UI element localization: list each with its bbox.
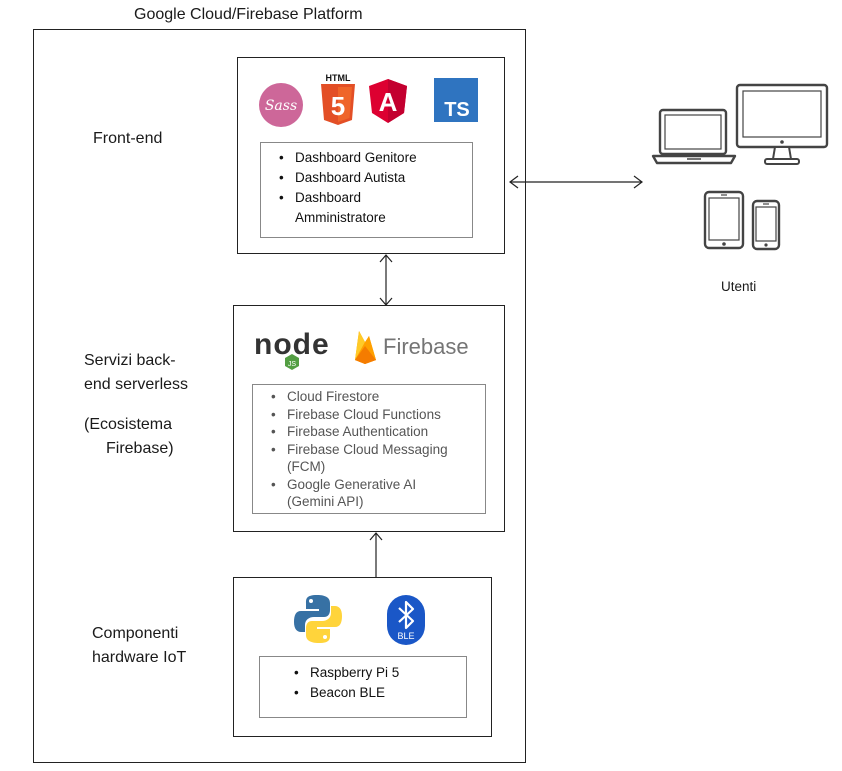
tablet-icon: [703, 190, 745, 250]
list-item: Firebase Cloud Messaging: [265, 441, 485, 459]
desktop-monitor-icon: [735, 83, 831, 167]
bluetooth-icon: BLE: [386, 594, 426, 646]
list-item-continuation: Amministratore: [295, 210, 386, 225]
python-icon: [292, 593, 344, 645]
users-label: Utenti: [721, 279, 757, 294]
hardware-backend-arrow: [366, 532, 386, 578]
smartphone-icon: [751, 199, 781, 251]
frontend-box: Sass HTML 5 A TS Dashboard Genitore Dash…: [237, 57, 505, 254]
svg-text:A: A: [379, 87, 398, 117]
hardware-label-line: hardware IoT: [92, 649, 187, 666]
backend-services-list: Cloud Firestore Firebase Cloud Functions…: [252, 384, 486, 514]
nodejs-icon: node JS: [254, 324, 334, 372]
hardware-components-list: Raspberry Pi 5 Beacon BLE: [259, 656, 467, 718]
backend-label: Servizi back- end serverless (Ecosistema…: [84, 349, 188, 461]
frontend-features-list: Dashboard Genitore Dashboard Autista Das…: [260, 142, 473, 238]
backend-label-line: end serverless: [84, 376, 189, 393]
firebase-icon: [352, 328, 378, 364]
frontend-users-arrow: [509, 172, 643, 192]
firebase-wordmark: Firebase: [383, 334, 469, 359]
list-item: Firebase Cloud Functions: [265, 406, 485, 424]
sass-icon: Sass: [258, 82, 304, 128]
list-item: Dashboard Genitore: [273, 148, 472, 168]
list-item: Dashboard: [273, 188, 472, 208]
typescript-icon: TS: [434, 78, 478, 122]
angular-icon: A: [368, 78, 408, 124]
svg-text:BLE: BLE: [397, 631, 414, 641]
laptop-icon: [651, 106, 737, 166]
list-item-continuation: (FCM): [287, 459, 326, 474]
backend-label-line: Servizi back-: [84, 352, 176, 369]
backend-label-line: Firebase): [106, 440, 174, 457]
platform-title: Google Cloud/Firebase Platform: [134, 6, 363, 23]
backend-box: node JS Firebase Cloud Firestore Firebas…: [233, 305, 505, 532]
list-item: Beacon BLE: [288, 683, 466, 703]
list-item: Firebase Authentication: [265, 423, 485, 441]
svg-text:Sass: Sass: [265, 98, 297, 114]
list-item: Cloud Firestore: [265, 388, 485, 406]
html5-icon: HTML 5: [318, 72, 358, 128]
svg-text:TS: TS: [444, 99, 470, 121]
list-item: Raspberry Pi 5: [288, 663, 466, 683]
list-item-continuation: (Gemini API): [287, 494, 364, 509]
list-item: Google Generative AI: [265, 476, 485, 494]
hardware-label: Componenti hardware IoT: [92, 622, 186, 670]
backend-label-line: (Ecosistema: [84, 416, 173, 433]
hardware-box: BLE Raspberry Pi 5 Beacon BLE: [233, 577, 492, 737]
frontend-label: Front-end: [93, 130, 163, 147]
svg-text:HTML: HTML: [326, 73, 351, 83]
svg-text:JS: JS: [288, 361, 297, 368]
hardware-label-line: Componenti: [92, 625, 179, 642]
list-item: Dashboard Autista: [273, 168, 472, 188]
svg-text:5: 5: [331, 91, 345, 121]
frontend-backend-arrow: [376, 254, 396, 306]
